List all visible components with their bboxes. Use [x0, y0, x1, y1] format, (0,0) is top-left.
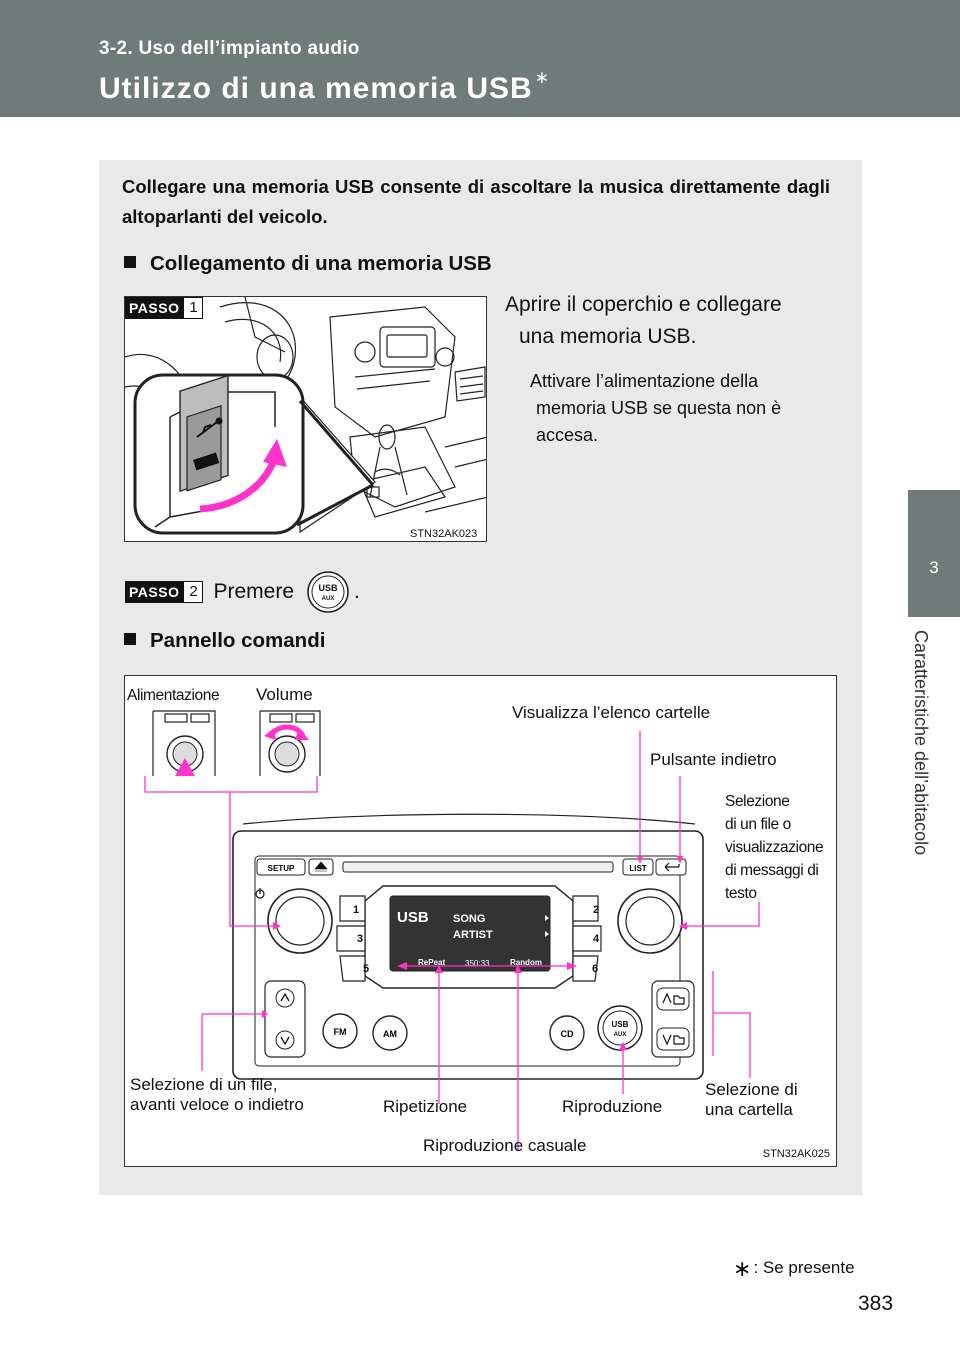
- label-select-file-text-4: di messaggi di: [725, 862, 819, 879]
- step1-note-line3: accesa.: [536, 425, 599, 445]
- fm-button: FM: [334, 1027, 347, 1037]
- heading-usb-connection: Collegamento di una memoria USB: [124, 252, 492, 276]
- step2-text: Premere: [213, 580, 295, 603]
- footnote-mark: ∗: [733, 1256, 752, 1281]
- chapter-tab: 3: [908, 490, 960, 617]
- display-screen: [389, 895, 551, 972]
- step2-badge-number: 2: [183, 581, 204, 603]
- usb-aux-button-line2: AUX: [322, 596, 335, 602]
- am-button: AM: [383, 1029, 397, 1039]
- folder-down-icon: [662, 1034, 685, 1046]
- label-seek-2: avanti veloce o indietro: [130, 1095, 304, 1114]
- page-title: Utilizzo di una memoria USB∗: [99, 68, 550, 106]
- seek-track-buttons: [264, 980, 306, 1058]
- figure2-code: STN32AK025: [762, 1148, 830, 1160]
- label-back-button: Pulsante indietro: [650, 750, 777, 769]
- seek-up-icon: [280, 992, 290, 1002]
- footnote-text: : Se presente: [753, 1258, 855, 1277]
- open-arrow-icon: [263, 439, 287, 467]
- heading-usb-connection-text: Collegamento di una memoria USB: [150, 252, 492, 275]
- optional-mark: ∗: [534, 68, 550, 87]
- control-panel-illustration: SETUP LIST USB SONG ARTIST RePeat 350:33…: [124, 675, 837, 1167]
- step2-after: .: [354, 580, 360, 603]
- heading-control-panel-text: Pannello comandi: [150, 629, 326, 652]
- label-folder-select: Selezione di una cartella: [705, 1080, 798, 1120]
- label-folder-select-2: una cartella: [705, 1100, 793, 1119]
- usb-port-illustration: STN32AK023 PASSO 1: [124, 296, 487, 542]
- screen-artist-text: ARTIST: [453, 929, 493, 941]
- preset-4: 4: [593, 933, 600, 945]
- back-arrow-icon: [664, 862, 680, 872]
- label-repeat: Ripetizione: [383, 1097, 468, 1116]
- label-seek: Selezione di un file, avanti veloce o in…: [130, 1075, 304, 1115]
- label-power: Alimentazione: [127, 687, 220, 704]
- label-select-file-text-1: Selezione: [725, 793, 790, 810]
- screen-usb-text: USB: [397, 909, 429, 926]
- step1-note-line2: memoria USB se questa non è: [536, 398, 782, 418]
- list-button: LIST: [629, 864, 646, 873]
- page-header: 3-2. Uso dell’impianto audio Utilizzo di…: [0, 0, 960, 117]
- bullet-square-icon: [124, 256, 136, 268]
- audio-unit-drawing: SETUP LIST USB SONG ARTIST RePeat 350:33…: [144, 710, 760, 1151]
- usb-aux-button-icon: USB AUX: [307, 571, 349, 613]
- heading-control-panel: Pannello comandi: [124, 629, 325, 653]
- usb-symbol-icon: [193, 417, 223, 471]
- page-title-text: Utilizzo di una memoria USB: [99, 72, 533, 105]
- step2-row: PASSO 2 Premere USB AUX .: [125, 571, 360, 613]
- step2-badge-word: PASSO: [125, 581, 184, 603]
- step1-badge: PASSO 1: [125, 297, 204, 319]
- cd-button: CD: [561, 1029, 574, 1039]
- label-select-file-text: Selezione di un file o visualizzazione d…: [725, 790, 824, 905]
- figure1-code: STN32AK023: [410, 528, 477, 540]
- usb-button: USB: [612, 1020, 629, 1029]
- label-select-file-text-5: testo: [725, 885, 757, 902]
- label-folder-select-1: Selezione di: [705, 1080, 798, 1099]
- disc-slot: [342, 861, 614, 873]
- footnote: ∗: Se presente: [733, 1253, 855, 1281]
- preset-2: 2: [593, 904, 599, 916]
- preset-6: 6: [592, 963, 598, 975]
- label-select-file-text-3: visualizzazione: [725, 839, 824, 856]
- car-interior-drawing: STN32AK023: [125, 297, 486, 540]
- label-play: Riproduzione: [562, 1097, 663, 1116]
- intro-text: Collegare una memoria USB consente di as…: [122, 176, 830, 227]
- step1-note-line1: Attivare l’alimentazione della: [530, 371, 759, 391]
- preset-3: 3: [357, 933, 363, 945]
- screen-repeat-text: RePeat: [418, 958, 445, 967]
- press-arrow-icon: [175, 758, 195, 776]
- label-volume: Volume: [256, 685, 313, 704]
- step1-badge-word: PASSO: [125, 297, 184, 319]
- page-number: 383: [858, 1292, 894, 1315]
- folder-up-icon: [662, 992, 685, 1005]
- bullet-square-icon: [124, 633, 136, 645]
- label-folder-list: Visualizza l’elenco cartelle: [512, 703, 711, 722]
- chapter-number: 3: [929, 558, 939, 577]
- preset-5: 5: [363, 963, 369, 975]
- chapter-label-text: Caratteristiche dell’abitacolo: [911, 630, 931, 856]
- label-seek-1: Selezione di un file,: [130, 1075, 278, 1094]
- label-random: Riproduzione casuale: [423, 1136, 587, 1155]
- callout-lines: [144, 731, 760, 1151]
- setup-button: SETUP: [268, 864, 295, 873]
- label-select-file-text-2: di un file o: [725, 816, 791, 833]
- step2-badge: PASSO 2: [125, 581, 204, 603]
- step1-badge-number: 1: [183, 297, 204, 319]
- usb-aux-button-line1: USB: [319, 583, 339, 593]
- screen-random-text: Random: [510, 958, 542, 967]
- step1-instruction: Aprire il coperchio e collegare una memo…: [505, 289, 829, 353]
- step1-instruction-line2: una memoria USB.: [519, 325, 697, 348]
- aux-button: AUX: [614, 1032, 627, 1038]
- seek-down-icon: [280, 1036, 290, 1046]
- screen-song-text: SONG: [453, 913, 485, 925]
- chapter-label: Caratteristiche dell’abitacolo: [911, 630, 946, 890]
- step1-note: Attivare l’alimentazione della memoria U…: [530, 368, 828, 449]
- screen-time-text: 350:33: [465, 959, 490, 968]
- section-title: 3-2. Uso dell’impianto audio: [99, 38, 360, 59]
- step1-instruction-line1: Aprire il coperchio e collegare: [505, 293, 782, 316]
- preset-1: 1: [353, 904, 359, 916]
